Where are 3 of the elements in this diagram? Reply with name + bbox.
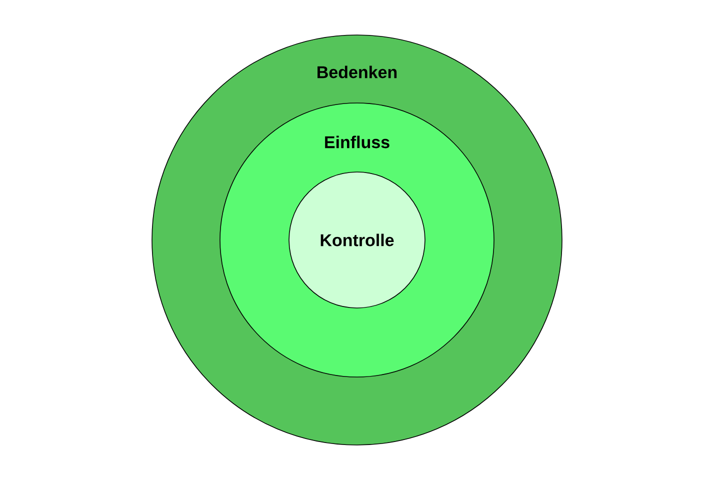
circle-label: Kontrolle [320, 234, 394, 246]
circle-label: Einfluss [325, 136, 390, 148]
circle-label: Bedenken [318, 66, 397, 78]
